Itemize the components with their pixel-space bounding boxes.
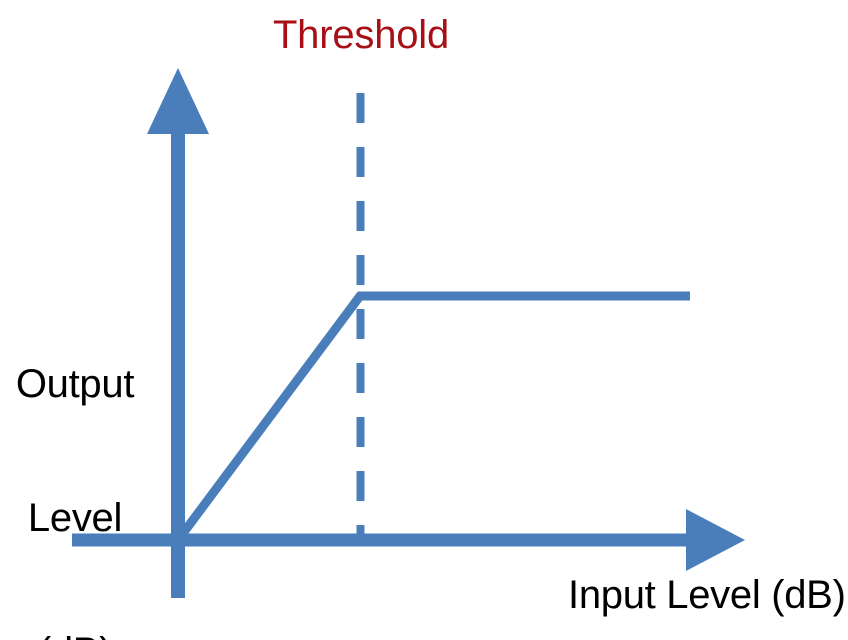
y-axis-arrow: [147, 68, 209, 598]
threshold-annotation-label: Threshold: [272, 13, 450, 57]
y-axis-label-line-3: (dB): [0, 630, 150, 640]
x-axis-arrowhead: [686, 509, 745, 571]
y-axis-label: Output Level (dB): [0, 272, 150, 640]
x-axis-label: Input Level (dB): [568, 573, 846, 617]
y-axis-label-line-1: Output: [15, 361, 135, 406]
y-axis-label-line-2: Level: [27, 495, 123, 540]
y-axis-arrowhead: [147, 68, 209, 134]
transfer-curve-line: [174, 291, 690, 543]
